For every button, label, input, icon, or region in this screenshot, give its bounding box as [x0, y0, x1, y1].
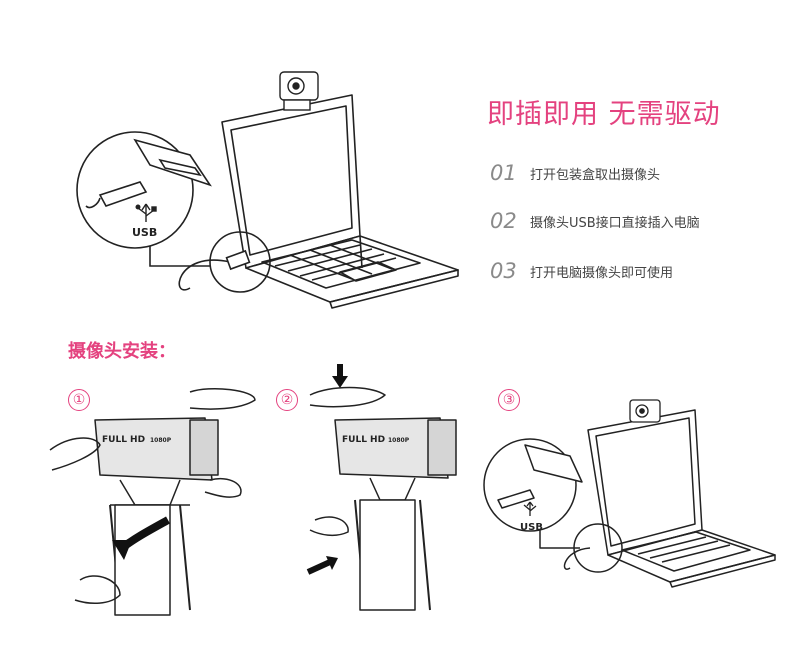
headline: 即插即用 无需驱动 — [487, 99, 721, 130]
step-marker-3: ③ — [498, 389, 520, 411]
arrow-down-icon — [332, 364, 348, 388]
step-number: 02 — [490, 209, 517, 233]
usb-zoom-circle — [76, 131, 194, 249]
step-item: 02 摄像头USB接口直接插入电脑 — [490, 208, 700, 234]
step-text: 打开电脑摄像头即可使用 — [530, 265, 674, 281]
camera-brand-label: FULL HD — [102, 435, 145, 445]
webcam-icon — [279, 71, 319, 111]
usb-icon — [135, 203, 157, 222]
step-item: 03 打开电脑摄像头即可使用 — [490, 258, 673, 284]
step-marker-2: ② — [276, 389, 298, 411]
step-marker-1: ① — [68, 389, 90, 411]
step-item: 01 打开包装盒取出摄像头 — [490, 160, 660, 186]
webcam-icon — [629, 399, 661, 423]
hand-icon — [49, 437, 101, 471]
usb-label: USB — [132, 226, 157, 239]
camera-res-label: 1080P — [150, 437, 172, 444]
install-step-3-illustration: USB — [483, 399, 776, 588]
usb-icon — [523, 501, 537, 516]
step-number: 01 — [490, 161, 517, 185]
usb-label: USB — [520, 522, 543, 533]
install-step-2-illustration: FULL HD 1080P — [306, 364, 457, 611]
arrow-push-icon — [306, 559, 332, 575]
step-text: 摄像头USB接口直接插入电脑 — [530, 215, 700, 231]
camera-brand-label: FULL HD — [342, 435, 385, 445]
step-number: 03 — [490, 259, 517, 283]
port-zoom-circle — [209, 231, 271, 293]
laptop-with-webcam-illustration: USB — [76, 71, 459, 309]
camera-res-label: 1080P — [388, 437, 410, 444]
step-text: 打开包装盒取出摄像头 — [530, 167, 661, 183]
install-title: 摄像头安装： — [68, 341, 176, 362]
install-step-1-illustration: FULL HD 1080P — [49, 387, 256, 616]
